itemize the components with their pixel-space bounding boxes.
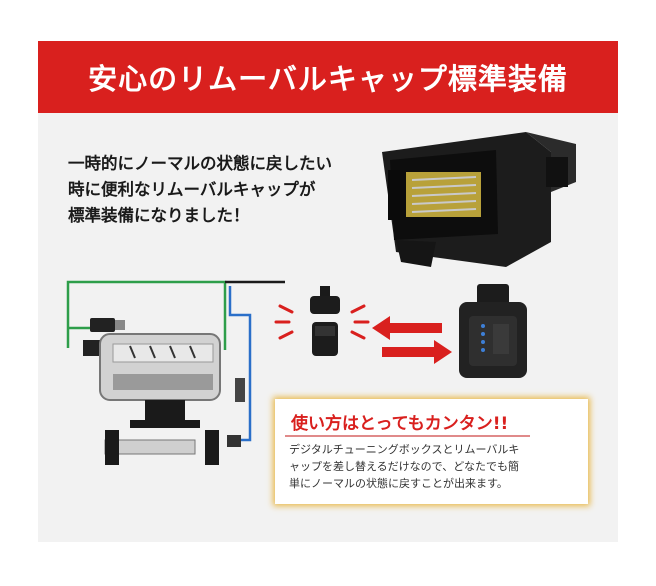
wiring-diagram (66, 280, 285, 465)
info-title: 使い方はとってもカンタン!! (291, 414, 509, 434)
banner-title: 安心のリムーバルキャップ標準装備 (88, 62, 568, 96)
info-box: 使い方はとってもカンタン!! デジタルチューニングボックスとリムーバルキ ャップ… (275, 399, 588, 504)
info-line-3: 単にノーマルの状態に戻すことが出来ます。 (289, 477, 508, 490)
intro-text: 一時的にノーマルの状態に戻したい 時に便利なリムーバルキャップが 標準装備になり… (68, 151, 388, 229)
swap-arrows-icon (372, 316, 452, 364)
info-line-1: デジタルチューニングボックスとリムーバルキ (289, 443, 520, 456)
info-body: デジタルチューニングボックスとリムーバルキ ャップを差し替えるだけなので、どなた… (289, 441, 579, 492)
intro-line-3: 標準装備になりました！ (68, 206, 250, 225)
connector-photo (382, 132, 576, 267)
intro-line-2: 時に便利なリムーバルキャップが (68, 180, 316, 199)
header-banner: 安心のリムーバルキャップ標準装備 (38, 41, 618, 113)
info-title-underline (285, 435, 530, 437)
tuning-box-icon (459, 284, 527, 378)
alert-rays-icon (274, 304, 370, 340)
intro-line-1: 一時的にノーマルの状態に戻したい (68, 154, 332, 173)
removable-cap-icon (310, 286, 340, 356)
info-line-2: ャップを差し替えるだけなので、どなたでも簡 (289, 460, 520, 473)
